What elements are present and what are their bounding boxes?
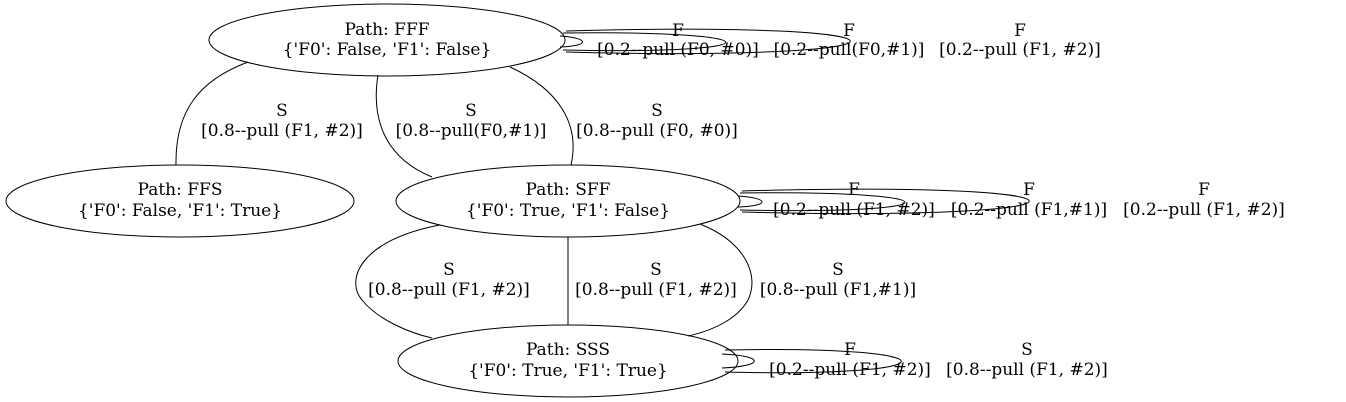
node-ffs-shape: [5, 164, 355, 238]
edge-sff-loop-3-outcome: F: [1198, 180, 1210, 200]
edge-sss-loop-1: [721, 353, 755, 369]
edge-fff-loop-1-action: [0.2--pull (F0, #0)]: [597, 40, 759, 60]
edge-sff-loop-3-action: [0.2--pull (F1, #2)]: [1123, 200, 1285, 220]
edge-fff-to-ffs-action: [0.8--pull (F1, #2)]: [201, 121, 363, 141]
node-sss: Path: SSS {'F0': True, 'F1': True}: [397, 324, 739, 398]
edge-sss-loop-2: [724, 349, 902, 374]
node-sff-state: {'F0': True, 'F1': False}: [466, 201, 670, 221]
edge-fff-loop-2: [562, 32, 727, 52]
edge-sff-to-sss-2-action: [0.8--pull (F1, #2)]: [575, 280, 737, 300]
edge-sss-loop-1-outcome: F: [844, 340, 856, 360]
edge-fff-to-sff-1-action: [0.8--pull(F0,#1)]: [396, 121, 547, 141]
node-sff: Path: SFF {'F0': True, 'F1': False}: [395, 164, 741, 238]
edge-fff-to-sff-2: [509, 66, 574, 166]
edge-fff-to-sff-2-outcome: S: [651, 101, 663, 121]
node-fff: Path: FFF {'F0': False, 'F1': False}: [208, 3, 566, 77]
edge-sff-loop-2-action: [0.2--pull (F1,#1)]: [951, 200, 1107, 220]
edge-fff-loop-3-action: [0.2--pull (F1, #2)]: [939, 40, 1101, 60]
edge-sss-loop-2-outcome: S: [1021, 340, 1033, 360]
edge-fff-to-ffs: [175, 61, 249, 166]
node-fff-state: {'F0': False, 'F1': False}: [283, 40, 492, 60]
edge-labels: F [0.2--pull (F0, #0)] F [0.2--pull(F0,#…: [201, 21, 1285, 380]
node-ffs: Path: FFS {'F0': False, 'F1': True}: [5, 164, 355, 238]
edge-sff-to-sss-3-outcome: S: [832, 260, 844, 280]
edge-fff-loop-3: [565, 28, 851, 55]
node-sss-title: Path: SSS: [526, 340, 610, 360]
node-sss-shape: [397, 324, 739, 398]
edge-sff-to-sss-1: [355, 224, 441, 339]
edge-sff-loop-2: [739, 192, 906, 212]
edges: [175, 28, 1030, 374]
edge-fff-loop-2-action: [0.2--pull(F0,#1)]: [774, 40, 925, 60]
node-ffs-title: Path: FFS: [138, 180, 223, 200]
edge-fff-loop-3-outcome: F: [1014, 21, 1026, 41]
node-ffs-state: {'F0': False, 'F1': True}: [78, 201, 282, 221]
edge-sff-to-sss-3-action: [0.8--pull (F1,#1)]: [760, 280, 916, 300]
edge-sff-loop-1-outcome: F: [848, 180, 860, 200]
node-sff-shape: [395, 164, 741, 238]
edge-fff-to-sff-2-action: [0.8--pull (F0, #0)]: [576, 121, 738, 141]
edge-sss-loop-1-action: [0.2--pull (F1, #2)]: [769, 360, 931, 380]
edge-sff-loop-2-outcome: F: [1023, 180, 1035, 200]
node-fff-title: Path: FFF: [344, 20, 429, 40]
edge-sff-to-sss-1-outcome: S: [443, 260, 455, 280]
edge-sff-to-sss-2-outcome: S: [650, 260, 662, 280]
edge-sff-loop-1: [737, 195, 763, 208]
node-sss-state: {'F0': True, 'F1': True}: [468, 361, 668, 381]
edge-fff-to-sff-1-outcome: S: [465, 101, 477, 121]
node-sff-title: Path: SFF: [526, 180, 611, 200]
edge-fff-loop-1-outcome: F: [672, 21, 684, 41]
node-fff-shape: [208, 3, 566, 77]
edge-fff-to-sff-1: [375, 74, 433, 178]
edge-sff-to-sss-1-action: [0.8--pull (F1, #2)]: [368, 280, 530, 300]
edge-sff-loop-3: [741, 188, 1030, 215]
edge-fff-loop-1: [559, 35, 583, 48]
edge-fff-to-ffs-outcome: S: [276, 101, 288, 121]
edge-sff-to-sss-3: [687, 223, 753, 337]
edge-sss-loop-2-action: [0.8--pull (F1, #2)]: [946, 360, 1108, 380]
edge-fff-loop-2-outcome: F: [843, 21, 855, 41]
edge-sff-loop-1-action: [0.2--pull (F1, #2)]: [773, 200, 935, 220]
